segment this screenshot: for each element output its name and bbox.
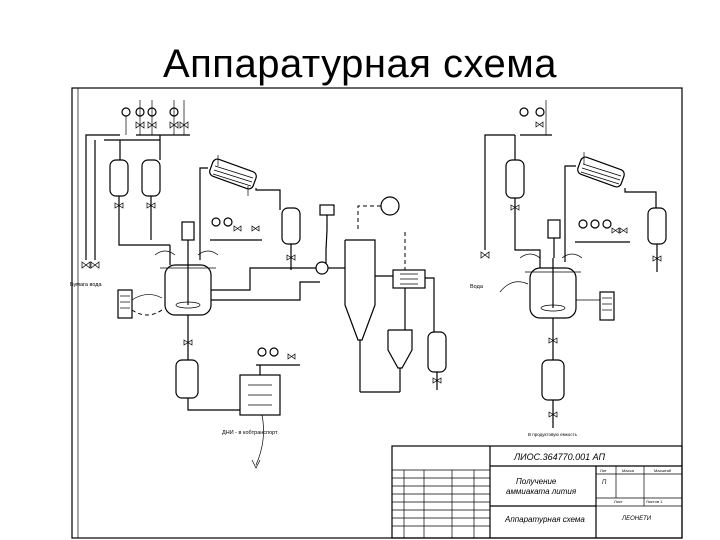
doc-number: ЛИОС.364770.001 АП (513, 452, 605, 462)
left-condenser (209, 158, 257, 190)
org-name: ЛЕОНЕТИ (621, 516, 652, 522)
left-measuring-vessel-2 (141, 159, 161, 197)
left-process-unit: Бумага вода (70, 100, 330, 469)
right-condenser (577, 156, 625, 188)
left-reactor (154, 250, 219, 316)
right-heat-exchanger (599, 291, 615, 321)
left-condensate-receiver (281, 207, 301, 245)
right-condensate-receiver (647, 207, 667, 245)
left-product-vessel (175, 359, 199, 399)
right-side-stream-label: Вода (470, 284, 484, 290)
left-top-instruments (121, 100, 190, 136)
right-product-vessel (541, 359, 565, 401)
drawing-frame (71, 87, 683, 539)
lit-value: П (602, 480, 607, 486)
sheet-label: Лист (614, 499, 623, 504)
middle-collector (427, 331, 447, 373)
right-process-unit: Вода (470, 100, 667, 437)
middle-separation-unit (315, 196, 447, 393)
left-bottom-note: ДНИ - в кобтранспорт (222, 430, 278, 436)
sheets-label: Листов 1 (646, 499, 663, 504)
col-lit: Лит (600, 468, 607, 473)
page-title: Аппаратурная схема (162, 42, 558, 86)
col-mass: Масса (622, 468, 635, 473)
right-reactor (519, 253, 583, 319)
doc-title-line1: Получение (516, 477, 557, 486)
col-scale: Масштаб (654, 468, 672, 473)
title-block: ЛИОС.364770.001 АП Получение аммиаката л… (391, 445, 683, 539)
left-stream-label: Бумага вода (70, 282, 102, 288)
left-measuring-vessel-1 (109, 159, 129, 197)
cyclone (344, 239, 376, 341)
sheet-type: Аппаратурная схема (504, 515, 585, 524)
secondary-cyclone (387, 329, 413, 369)
blower (380, 196, 400, 216)
doc-title-line2: аммиаката лития (506, 487, 577, 496)
right-bottom-note: В продуктовую емкость (528, 432, 578, 437)
right-measuring-vessel (505, 159, 525, 199)
left-heat-exchanger (117, 289, 133, 319)
